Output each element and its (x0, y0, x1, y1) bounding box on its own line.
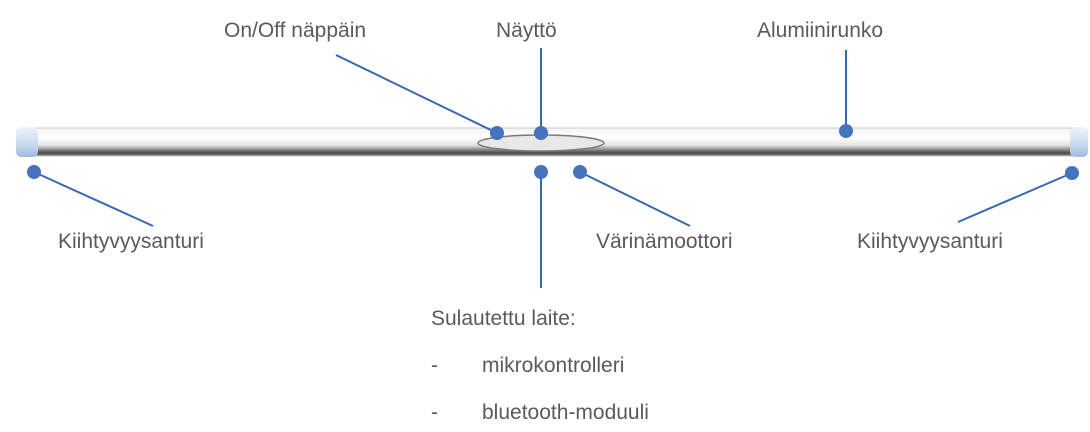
accel-right-marker-dot (1065, 166, 1079, 180)
embedded-item-bullet: - (431, 401, 438, 424)
label-vibration-motor: Värinämoottori (596, 230, 733, 253)
leader-accel-left (33, 171, 154, 227)
left-end-cap (16, 127, 38, 157)
label-accelerometer-left: Kiihtyvyysanturi (58, 230, 204, 253)
leader-vibration (579, 171, 691, 227)
accel-left-marker-dot (27, 165, 41, 179)
label-onoff-button: On/Off näppäin (224, 19, 366, 42)
embedded-item-microcontroller: mikrokontrolleri (482, 354, 624, 377)
embedded-item-bullet: - (431, 354, 438, 377)
display-marker-dot (534, 126, 548, 140)
aluminium-frame-rail (16, 127, 1088, 157)
right-end-cap (1070, 127, 1088, 157)
embedded-item-bluetooth-module: bluetooth-moduuli (482, 401, 649, 424)
label-accelerometer-right: Kiihtyvyysanturi (857, 230, 1003, 253)
embedded-marker-dot (534, 165, 548, 179)
label-embedded-title: Sulautettu laite: (431, 307, 576, 330)
embedded-device-description: Sulautettu laite: - mikrokontrolleri - b… (431, 307, 649, 424)
leader-accel-right (957, 172, 1073, 223)
leader-onoff (335, 54, 498, 134)
label-aluminium-frame: Alumiinirunko (757, 19, 883, 42)
onoff-marker-dot (490, 126, 504, 140)
vibration-marker-dot (573, 165, 587, 179)
frame-marker-dot (839, 124, 853, 138)
label-display: Näyttö (496, 19, 557, 42)
